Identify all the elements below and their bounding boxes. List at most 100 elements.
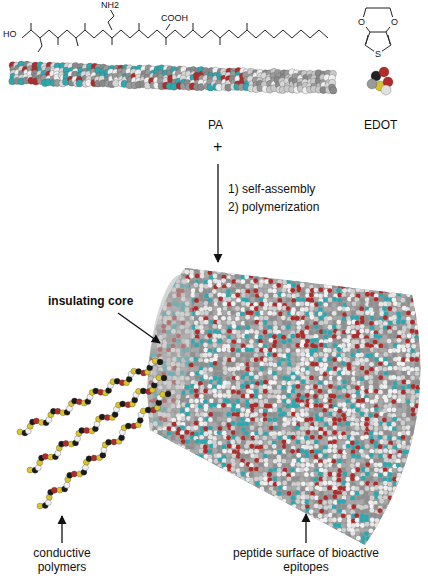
surface-atom	[332, 324, 337, 329]
surface-atom	[286, 261, 291, 266]
surface-atom	[290, 334, 295, 339]
surface-atom	[405, 343, 410, 348]
surface-atom	[383, 315, 388, 320]
surface-atom	[263, 284, 268, 289]
surface-atom	[258, 275, 263, 280]
surface-atom	[347, 366, 352, 371]
surface-atom	[277, 298, 282, 303]
surface-atom	[370, 279, 375, 284]
surface-atom	[203, 306, 208, 311]
surface-atom	[416, 261, 421, 266]
surface-atom	[221, 269, 226, 274]
surface-atom	[162, 284, 167, 289]
surface-atom	[304, 343, 309, 348]
surface-atom	[140, 298, 145, 303]
surface-atom	[273, 274, 278, 279]
surface-atom	[361, 283, 366, 288]
surface-atom	[154, 279, 159, 284]
surface-atom	[383, 352, 388, 357]
surface-atom	[346, 302, 351, 307]
surface-atom	[230, 335, 235, 340]
surface-atom	[218, 297, 223, 302]
surface-atom	[398, 275, 403, 280]
surface-atom	[290, 261, 295, 266]
surface-atom	[255, 297, 260, 302]
surface-atom	[282, 330, 287, 335]
surface-atom	[420, 297, 425, 302]
surface-atom	[278, 321, 283, 326]
surface-atom	[240, 266, 245, 271]
surface-atom	[331, 303, 336, 308]
surface-atom	[135, 319, 140, 324]
surface-atom	[319, 278, 324, 283]
surface-atom	[420, 275, 425, 280]
surface-atom	[368, 302, 373, 307]
surface-atom	[360, 370, 365, 375]
surface-atom	[401, 269, 406, 274]
surface-atom	[392, 288, 397, 293]
surface-atom	[336, 279, 341, 284]
surface-atom	[374, 306, 379, 311]
surface-atom	[199, 362, 204, 367]
surface-atom	[304, 279, 309, 284]
surface-atom	[359, 329, 364, 334]
surface-atom	[416, 315, 421, 320]
surface-atom	[143, 315, 148, 320]
surface-atom	[278, 266, 283, 271]
surface-atom	[253, 261, 258, 266]
surface-atom	[420, 260, 425, 265]
surface-atom	[135, 297, 140, 302]
surface-atom	[260, 265, 265, 270]
surface-atom	[313, 297, 318, 302]
surface-atom	[378, 260, 383, 265]
surface-atom	[246, 279, 251, 284]
surface-atom	[276, 283, 281, 288]
surface-atom	[328, 338, 333, 343]
carbonyl-bond	[85, 23, 86, 30]
surface-atom	[249, 265, 254, 270]
surface-atom	[263, 275, 268, 280]
surface-atom	[396, 348, 401, 353]
surface-atom	[338, 274, 343, 279]
surface-atom	[163, 261, 168, 266]
surface-atom	[346, 260, 351, 265]
surface-atom	[364, 317, 369, 322]
surface-atom	[359, 311, 364, 316]
surface-atom	[222, 320, 227, 325]
surface-atom	[425, 339, 428, 344]
surface-atom	[410, 269, 415, 274]
surface-atom	[387, 270, 392, 275]
surface-atom	[157, 269, 162, 274]
surface-atom	[425, 278, 428, 283]
surface-atom	[263, 320, 268, 325]
surface-atom	[268, 362, 273, 367]
surface-atom	[301, 334, 306, 339]
surface-atom	[263, 366, 268, 371]
surface-atom	[217, 366, 222, 371]
surface-atom	[226, 362, 231, 367]
surface-atom	[209, 320, 214, 325]
surface-atom	[382, 306, 387, 311]
surface-atom	[198, 266, 203, 271]
surface-atom	[263, 260, 268, 265]
surface-atom	[208, 265, 213, 270]
surface-atom	[374, 325, 379, 330]
surface-atom	[327, 279, 332, 284]
surface-atom	[148, 260, 153, 265]
surface-atom	[425, 370, 428, 375]
surface-atom	[405, 274, 410, 279]
surface-atom	[287, 270, 292, 275]
surface-atom	[153, 274, 158, 279]
surface-atom	[144, 324, 149, 329]
surface-atom	[217, 339, 222, 344]
surface-atom	[406, 298, 411, 303]
surface-atom	[424, 347, 428, 352]
side-chain	[76, 38, 78, 46]
surface-atom	[309, 293, 314, 298]
surface-atom	[424, 320, 428, 325]
surface-atom	[193, 306, 198, 311]
surface-atom	[272, 348, 277, 353]
surface-atom	[415, 266, 420, 271]
surface-atom	[378, 302, 383, 307]
